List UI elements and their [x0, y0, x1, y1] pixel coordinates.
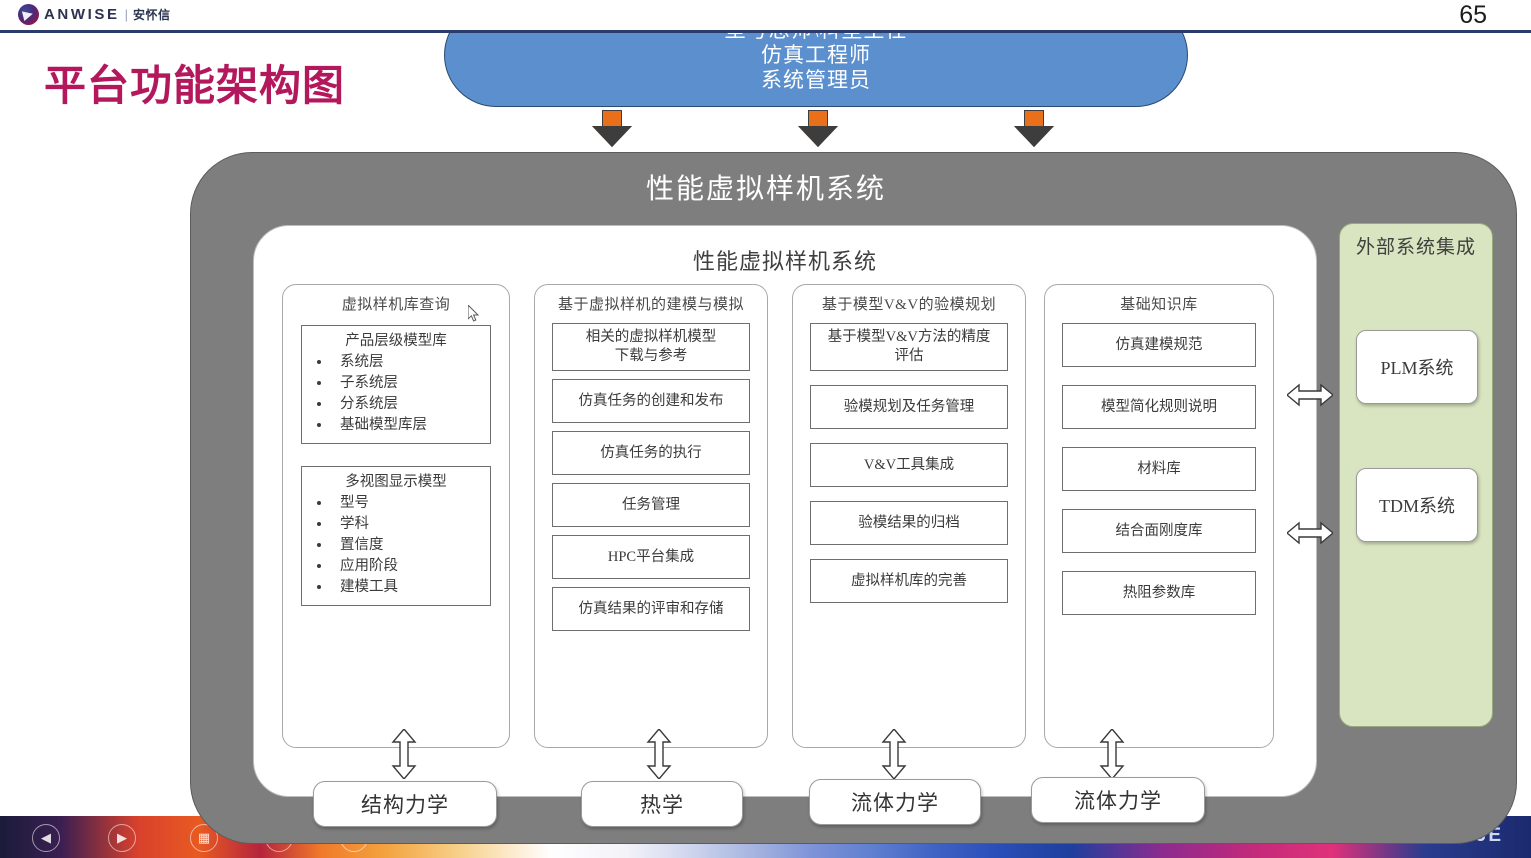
play-icon[interactable]: ▶ — [108, 824, 136, 852]
sub-box-simulation-modeling-spec[interactable]: 仿真建模规范 — [1062, 323, 1256, 367]
discipline-box-fluid-mechanics-2[interactable]: 流体力学 — [1031, 777, 1205, 823]
sub-box-result-review-storage[interactable]: 仿真结果的评审和存储 — [552, 587, 750, 631]
module-title: 基础知识库 — [1120, 297, 1198, 313]
role-line-2: 仿真工程师 — [761, 42, 871, 67]
external-systems-panel: 外部系统集成 PLM系统 TDM系统 — [1339, 223, 1493, 727]
arrow-head — [592, 126, 632, 147]
external-system-plm[interactable]: PLM系统 — [1356, 330, 1478, 404]
sub-box-hpc-integration[interactable]: HPC平台集成 — [552, 535, 750, 579]
list-head: 产品层级模型库 — [345, 333, 447, 349]
list-item[interactable]: 应用阶段 — [332, 556, 486, 577]
sub-box-prototype-library-improve[interactable]: 虚拟样机库的完善 — [810, 559, 1008, 603]
arrow-head — [1014, 126, 1054, 147]
platform-title: 性能虚拟样机系统 — [645, 174, 886, 205]
arrow-shaft — [1024, 110, 1044, 127]
list-items: 系统层 子系统层 分系统层 基础模型库层 — [306, 352, 486, 436]
list-item[interactable]: 置信度 — [332, 535, 486, 556]
sub-box-joint-stiffness-library[interactable]: 结合面刚度库 — [1062, 509, 1256, 553]
platform-container: 性能虚拟样机系统 性能虚拟样机系统 虚拟样机库查询 产品层级模型库 系统层 子系… — [190, 152, 1517, 844]
slides-icon[interactable]: ▦ — [190, 824, 218, 852]
arrow-bidirectional-icon-fluid-2 — [1099, 729, 1125, 779]
external-system-tdm[interactable]: TDM系统 — [1356, 468, 1478, 542]
arrow-bidirectional-icon-plm — [1287, 383, 1333, 407]
logo-separator: | — [124, 7, 128, 22]
sub-box-model-download[interactable]: 相关的虚拟样机模型下载与参考 — [552, 323, 750, 371]
arrow-bidirectional-icon-tdm — [1287, 521, 1333, 545]
list-box-product-hierarchy[interactable]: 产品层级模型库 系统层 子系统层 分系统层 基础模型库层 — [301, 325, 491, 444]
arrow-down-icon-3 — [1014, 110, 1054, 148]
arrow-down-icon-2 — [798, 110, 838, 148]
mouse-cursor-icon — [467, 303, 480, 323]
role-line-3: 系统管理员 — [761, 67, 871, 92]
discipline-box-thermal[interactable]: 热学 — [581, 781, 743, 827]
system-panel-title: 性能虚拟样机系统 — [692, 249, 877, 274]
list-item[interactable]: 学科 — [332, 514, 486, 535]
list-box-multiview-model[interactable]: 多视图显示模型 型号 学科 置信度 应用阶段 建模工具 — [301, 466, 491, 606]
discipline-box-structural-mechanics[interactable]: 结构力学 — [313, 781, 497, 827]
discipline-box-fluid-mechanics-1[interactable]: 流体力学 — [809, 779, 981, 825]
sub-box-vv-plan-task-management[interactable]: 验模规划及任务管理 — [810, 385, 1008, 429]
anwise-logo-icon — [18, 4, 39, 25]
list-item[interactable]: 子系统层 — [332, 373, 486, 394]
back-icon[interactable]: ◀ — [32, 824, 60, 852]
header-bar — [0, 0, 1531, 31]
list-head: 多视图显示模型 — [345, 474, 447, 490]
sub-box-model-simplify-rules[interactable]: 模型简化规则说明 — [1062, 385, 1256, 429]
list-item[interactable]: 型号 — [332, 493, 486, 514]
arrow-down-icon-1 — [592, 110, 632, 148]
page-number: 65 — [1459, 1, 1487, 29]
module-column-knowledge-base[interactable]: 基础知识库 仿真建模规范 模型简化规则说明 材料库 结合面刚度库 热阻参数库 — [1044, 284, 1274, 748]
list-items: 型号 学科 置信度 应用阶段 建模工具 — [306, 493, 486, 598]
module-title: 虚拟样机库查询 — [341, 297, 451, 313]
module-column-vv-planning[interactable]: 基于模型V&V的验模规划 基于模型V&V方法的精度评估 验模规划及任务管理 V&… — [792, 284, 1026, 748]
arrow-shaft — [808, 110, 828, 127]
arrow-bidirectional-icon-thermal — [646, 729, 672, 779]
module-title: 基于模型V&V的验模规划 — [821, 297, 997, 313]
brand-logo: ANWISE | 安怀信 — [18, 4, 171, 25]
sub-box-vv-tool-integration[interactable]: V&V工具集成 — [810, 443, 1008, 487]
list-item[interactable]: 系统层 — [332, 352, 486, 373]
sub-box-vv-accuracy-assessment[interactable]: 基于模型V&V方法的精度评估 — [810, 323, 1008, 371]
sub-box-material-library[interactable]: 材料库 — [1062, 447, 1256, 491]
arrow-bidirectional-icon-structural — [391, 729, 417, 779]
system-panel: 性能虚拟样机系统 虚拟样机库查询 产品层级模型库 系统层 子系统层 分系统层 基… — [253, 225, 1317, 797]
list-item[interactable]: 分系统层 — [332, 394, 486, 415]
sub-box-vv-result-archive[interactable]: 验模结果的归档 — [810, 501, 1008, 545]
brand-name-cn: 安怀信 — [133, 8, 171, 22]
arrow-head — [798, 126, 838, 147]
brand-name: ANWISE — [44, 6, 120, 23]
sub-box-task-management[interactable]: 任务管理 — [552, 483, 750, 527]
sub-box-task-execute[interactable]: 仿真任务的执行 — [552, 431, 750, 475]
external-systems-title: 外部系统集成 — [1355, 237, 1476, 258]
arrow-bidirectional-icon-fluid-1 — [881, 729, 907, 779]
header-divider — [0, 30, 1531, 33]
sub-box-task-create-publish[interactable]: 仿真任务的创建和发布 — [552, 379, 750, 423]
list-item[interactable]: 建模工具 — [332, 577, 486, 598]
module-column-virtual-prototype-query[interactable]: 虚拟样机库查询 产品层级模型库 系统层 子系统层 分系统层 基础模型库层 多视图… — [282, 284, 510, 748]
sub-box-thermal-resistance-library[interactable]: 热阻参数库 — [1062, 571, 1256, 615]
list-item[interactable]: 基础模型库层 — [332, 415, 486, 436]
module-column-modeling-simulation[interactable]: 基于虚拟样机的建模与模拟 相关的虚拟样机模型下载与参考 仿真任务的创建和发布 仿… — [534, 284, 768, 748]
arrow-shaft — [602, 110, 622, 127]
page-title: 平台功能架构图 — [44, 62, 346, 109]
module-title: 基于虚拟样机的建模与模拟 — [557, 297, 744, 313]
